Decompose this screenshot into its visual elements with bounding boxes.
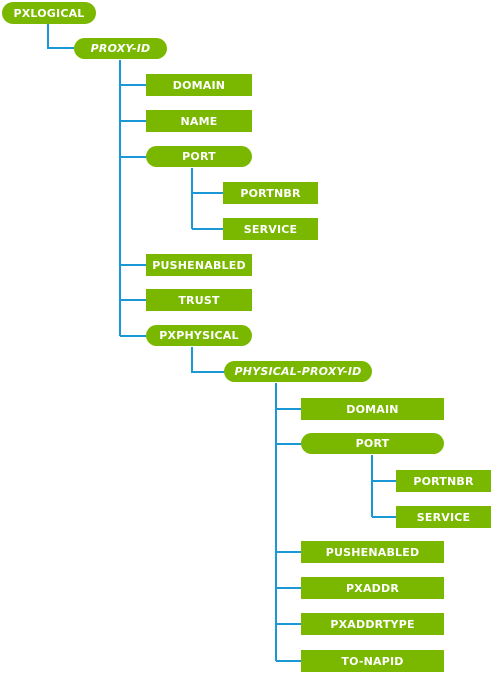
node-proxy-id: PROXY-ID (74, 38, 167, 59)
node-domain: DOMAIN (146, 74, 252, 96)
node-portnbr: PORTNBR (223, 182, 318, 204)
node-pushenabled-2: PUSHENABLED (301, 541, 444, 563)
node-pxphysical: PXPHYSICAL (146, 325, 252, 346)
node-service-2: SERVICE (396, 506, 491, 528)
node-port: PORT (146, 146, 252, 167)
node-trust: TRUST (146, 289, 252, 311)
node-portnbr-2: PORTNBR (396, 470, 491, 492)
node-pxaddrtype: PXADDRTYPE (301, 613, 444, 635)
node-port-2: PORT (301, 433, 444, 454)
node-service: SERVICE (223, 218, 318, 240)
connector-pxphysical-physical-proxy-id (191, 347, 226, 373)
node-to-napid: TO-NAPID (301, 650, 444, 672)
connector-root-proxy-id (47, 24, 76, 49)
node-pushenabled: PUSHENABLED (146, 254, 252, 276)
node-physical-proxy-id: PHYSICAL-PROXY-ID (224, 361, 372, 382)
node-name: NAME (146, 110, 252, 132)
node-pxlogical: PXLOGICAL (2, 2, 96, 24)
node-domain-2: DOMAIN (301, 398, 444, 420)
node-pxaddr: PXADDR (301, 577, 444, 599)
